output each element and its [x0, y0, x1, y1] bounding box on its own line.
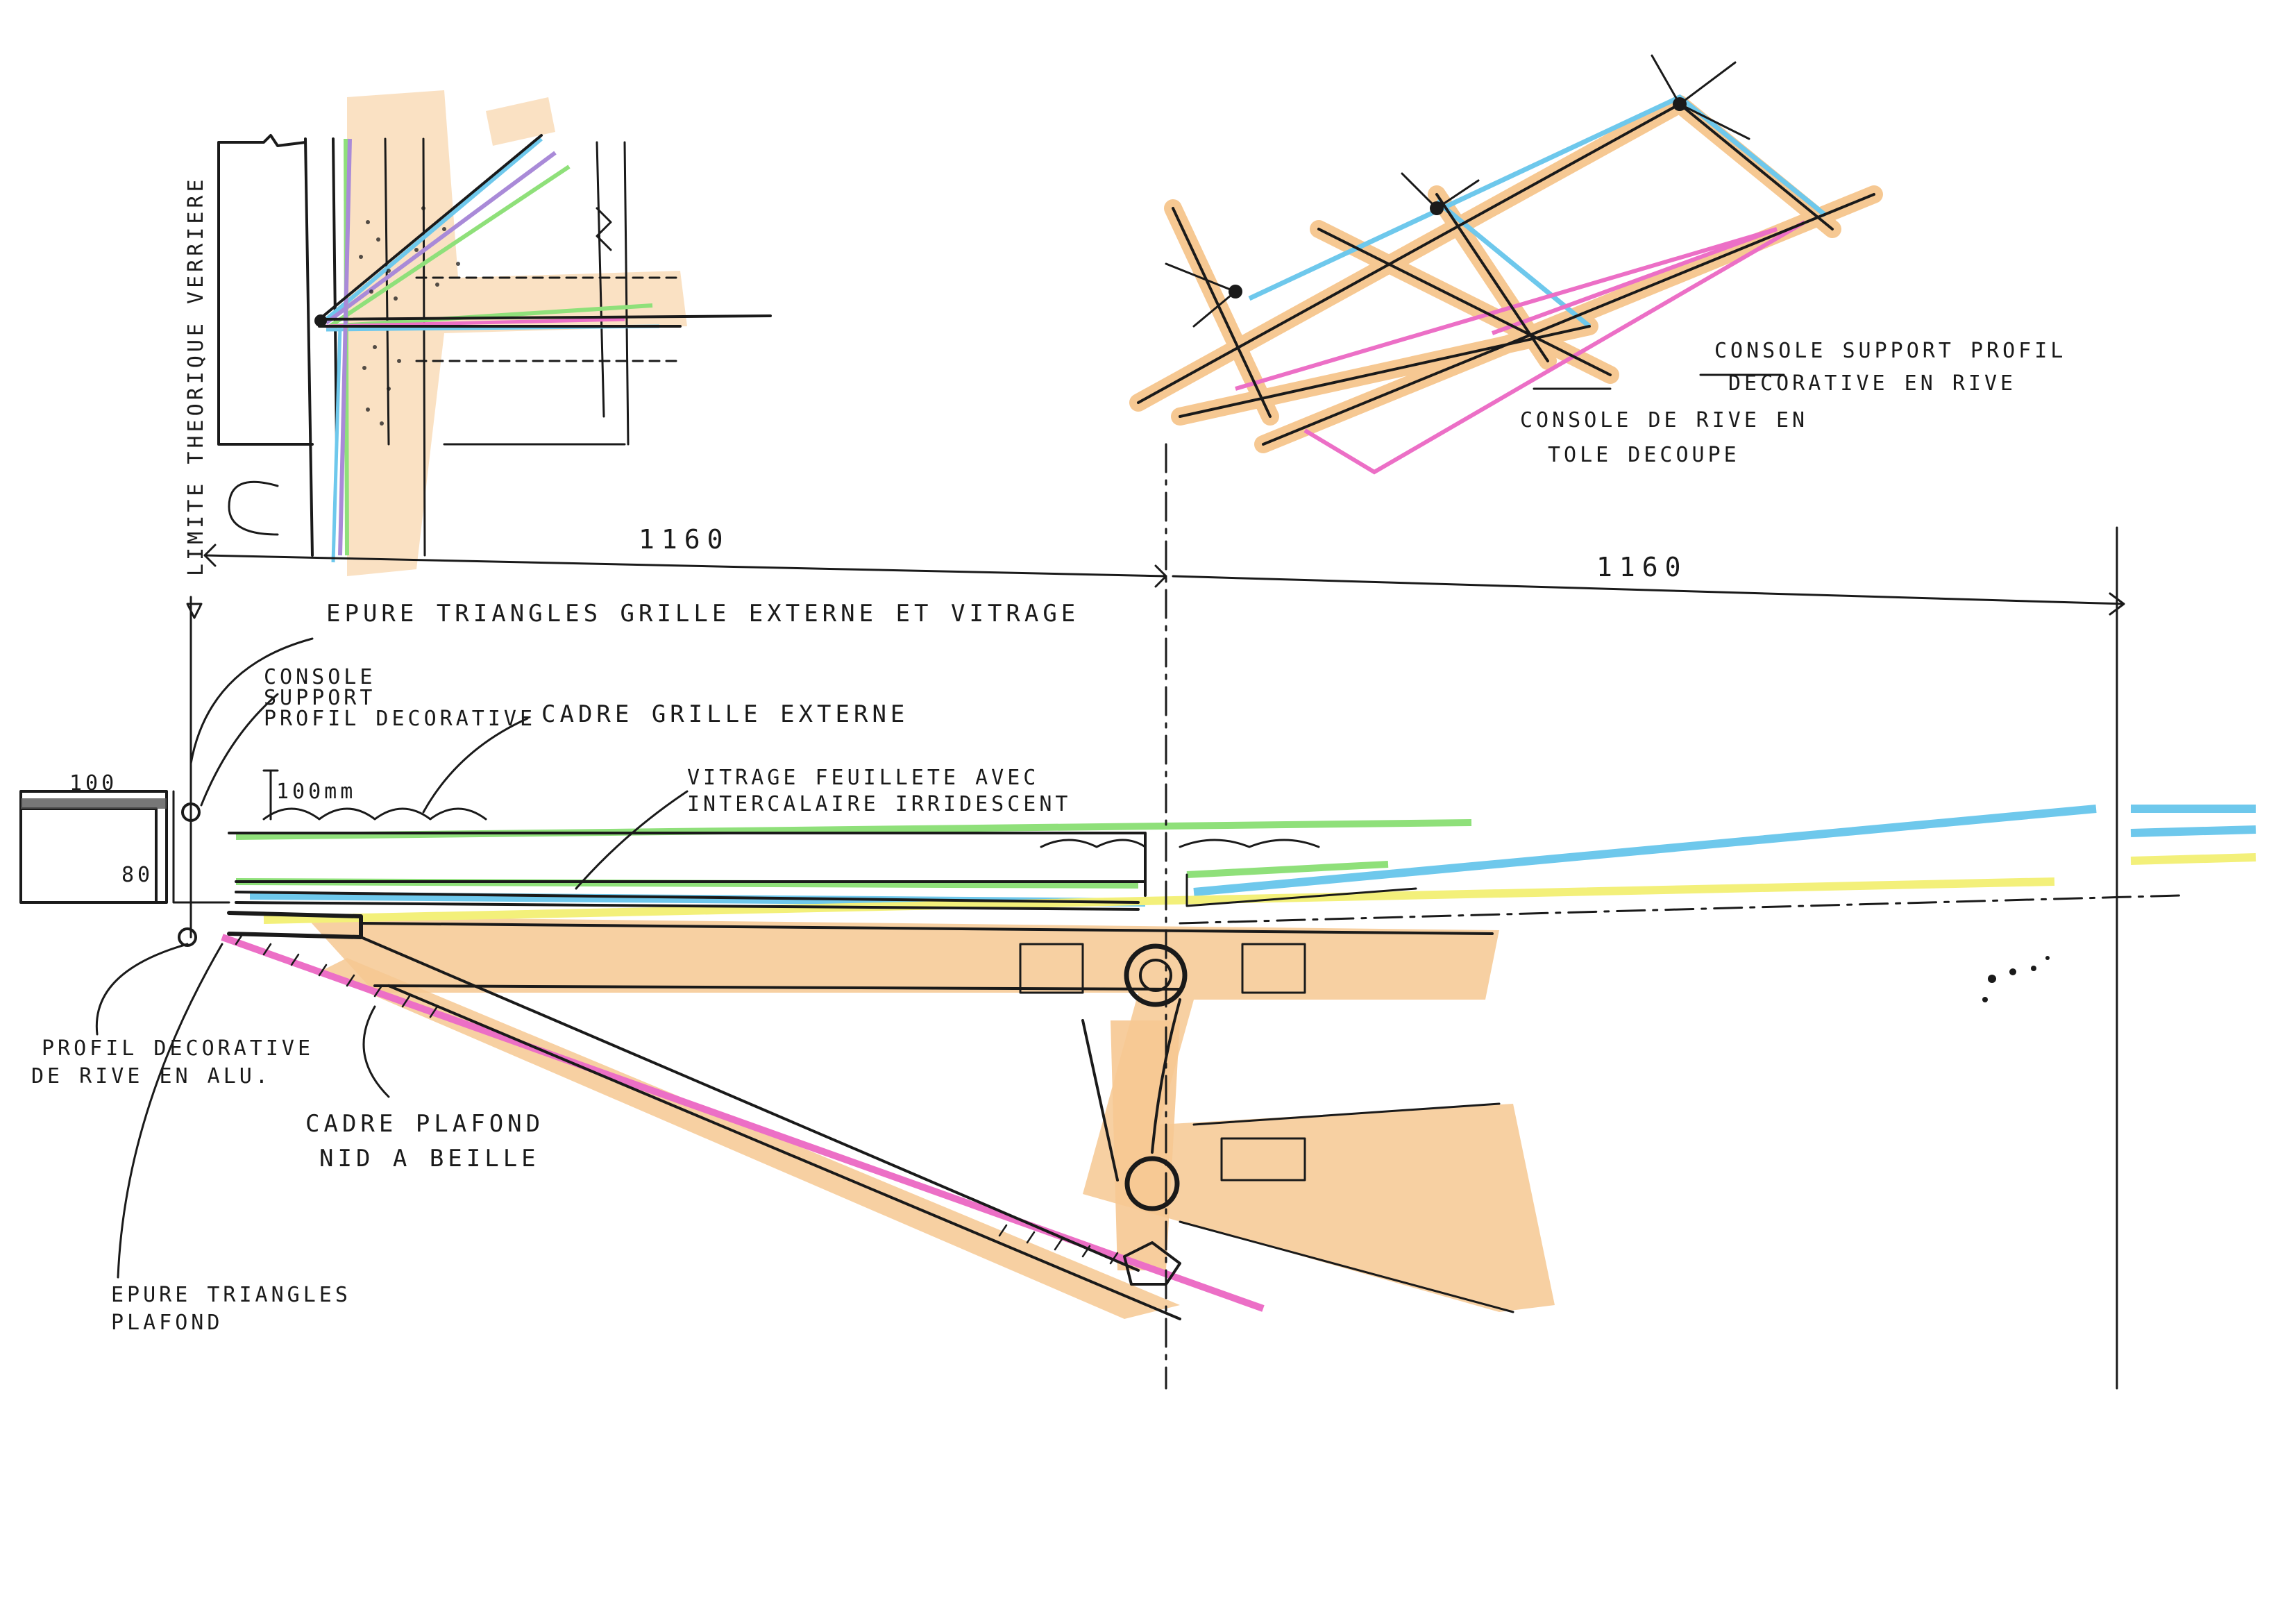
cadre-grille-label: CADRE GRILLE EXTERNE — [541, 700, 909, 728]
dim-100-label: 100 — [69, 771, 117, 796]
console-label-2: SUPPORT — [264, 686, 375, 710]
main-section — [19, 443, 2256, 1390]
epure-plafond-label-2: PLAFOND — [111, 1311, 223, 1335]
cadre-plafond-label-2: NID A BEILLE — [319, 1145, 540, 1172]
tole-decoupe-label: TOLE DECOUPE — [1548, 443, 1740, 467]
dim-right-label: 1160 — [1596, 552, 1688, 582]
profil-label-2: DE RIVE EN ALU. — [31, 1064, 271, 1088]
dim-left-label: 1160 — [639, 524, 730, 555]
epure-plafond-label-1: EPURE TRIANGLES — [111, 1283, 351, 1307]
epure-grille-label: EPURE TRIANGLES GRILLE EXTERNE ET VITRAG… — [326, 600, 1079, 628]
console-rive-label: CONSOLE DE RIVE EN — [1520, 408, 1808, 432]
vitrage-label-2: INTERCALAIRE IRRIDESCENT — [687, 792, 1071, 816]
profil-label-1: PROFIL DECORATIVE — [42, 1036, 314, 1061]
dim-80-label: 80 — [121, 863, 153, 887]
console-support-label: CONSOLE SUPPORT PROFIL — [1714, 339, 2066, 363]
cadre-plafond-label-1: CADRE PLAFOND — [305, 1110, 544, 1138]
axonometric-truss — [1129, 54, 1883, 475]
plan-detail — [217, 90, 772, 576]
vitrage-label-1: VITRAGE FEUILLETE AVEC — [687, 766, 1039, 790]
limite-verriere-label: LIMITE THEORIQUE VERRIERE — [184, 176, 208, 576]
dimension-top — [203, 544, 2125, 616]
console-label-1: CONSOLE — [264, 665, 375, 689]
decorative-en-rive-label: DECORATIVE EN RIVE — [1728, 371, 2016, 396]
dim-100mm-label: 100mm — [276, 780, 356, 804]
console-label-3: PROFIL DECORATIVE — [264, 707, 536, 731]
